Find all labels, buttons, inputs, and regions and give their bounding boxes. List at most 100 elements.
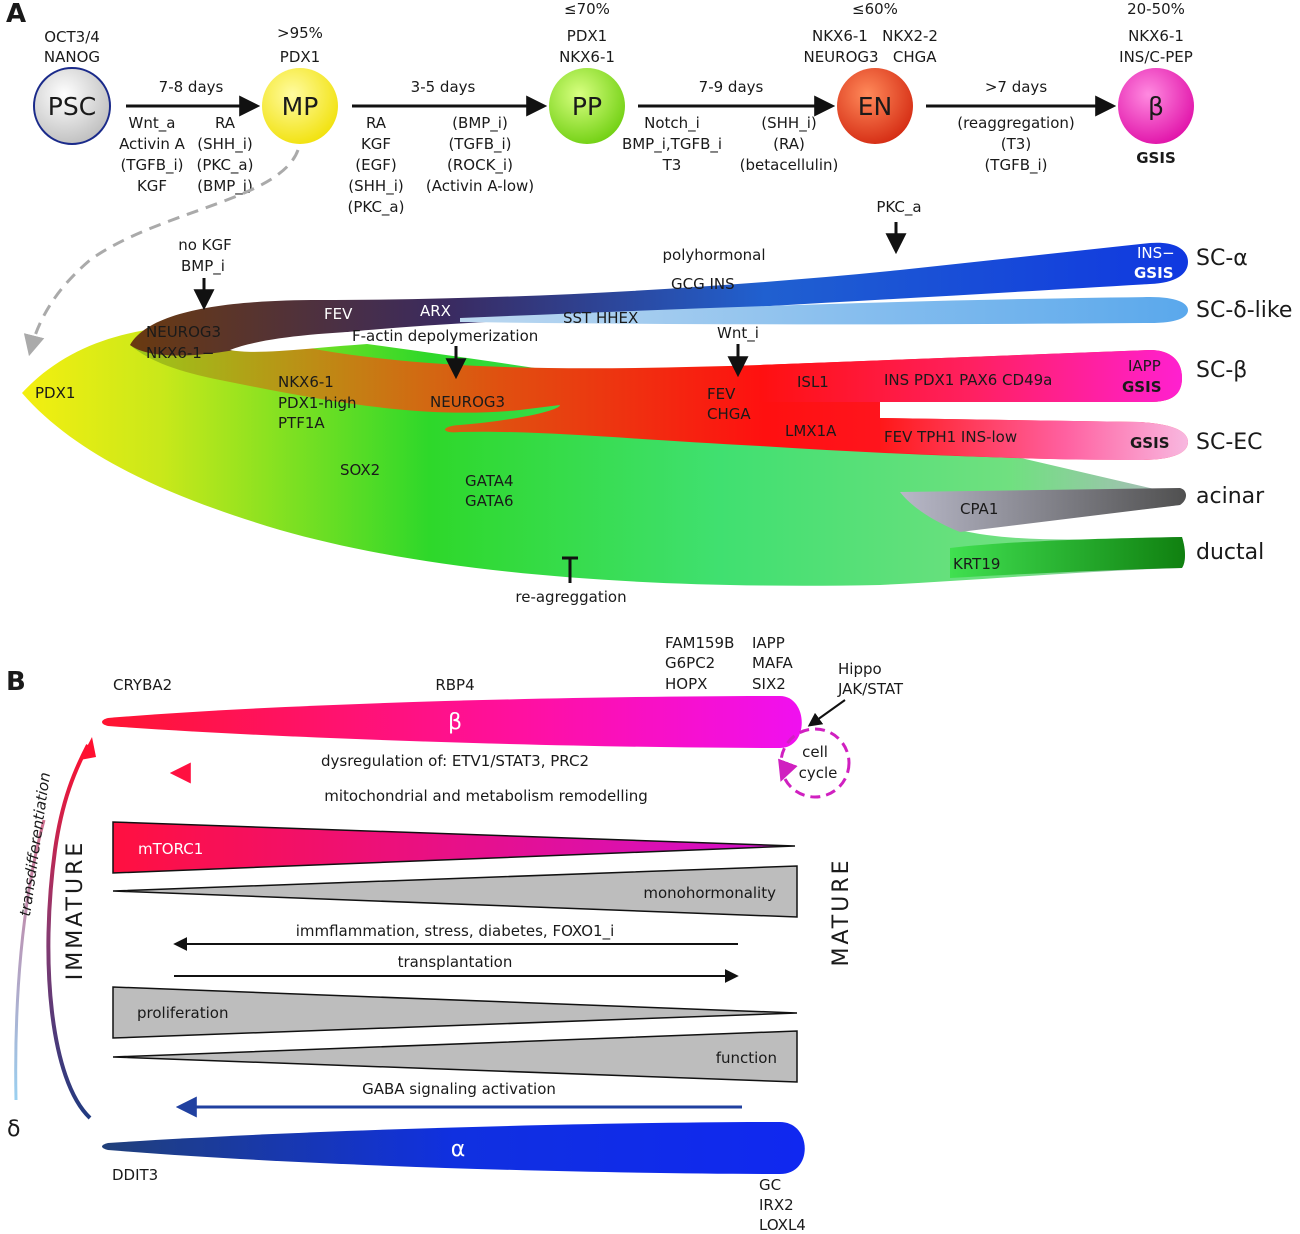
beta-marker-cryba2: CRYBA2 <box>113 676 172 694</box>
label-transplantation: transplantation <box>398 953 513 971</box>
mature-beta-cell <box>102 696 802 748</box>
step-4-line-2: (T3) <box>1001 135 1031 153</box>
beta-marker-fam159b: FAM159B <box>665 634 734 652</box>
label-cycle: cycle <box>799 764 838 782</box>
beta-marker-2: NKX6-1 <box>1128 27 1184 45</box>
cell-cycle-circle <box>779 727 851 799</box>
beta-marker-3: INS/C-PEP <box>1119 48 1193 66</box>
alpha-cell <box>102 1122 805 1174</box>
label-pdx1-root: PDX1 <box>35 384 75 402</box>
beta-marker-rbp4: RBP4 <box>435 676 474 694</box>
fate-ductal: ductal <box>1196 540 1264 565</box>
label-immature: IMMATURE <box>63 840 88 981</box>
beta-gsis: GSIS <box>1136 149 1176 167</box>
step-1-right-1: RA <box>215 114 236 132</box>
label-mature: MATURE <box>829 857 854 966</box>
pp-marker-1: ≤70% <box>564 0 610 18</box>
panel-b-letter: B <box>6 667 26 697</box>
en-marker-2: NKX6-1 NKX2-2 <box>812 27 938 45</box>
step-3-text: 7-9 days Notch_i BMP_i,TGFB_i T3 (SHH_i)… <box>622 78 838 174</box>
step-1-right-2: (SHH_i) <box>197 135 252 154</box>
label-neurog3-mid: NEUROG3 <box>430 393 505 411</box>
label-neurog3-top: NEUROG3 <box>146 323 221 341</box>
psc-marker-1: OCT3/4 <box>44 28 100 46</box>
step-2-left-1: RA <box>366 114 387 132</box>
alpha-marker-gc: GC <box>759 1176 781 1194</box>
label-function: function <box>716 1049 777 1067</box>
acinar-branch <box>900 488 1186 532</box>
label-sc-beta-gsis: GSIS <box>1122 378 1162 396</box>
mp-marker-1: >95% <box>277 24 323 42</box>
transdifferentiation-arrow <box>46 744 92 1120</box>
label-pdx1-high: PDX1-high <box>278 394 357 412</box>
cell-cycle-arrowhead <box>778 758 798 782</box>
step-2-left-4: (SHH_i) <box>348 177 403 196</box>
label-no-kgf: no KGF <box>178 236 232 254</box>
step-4-line-3: (TGFB_i) <box>984 156 1047 175</box>
psc-marker-2: NANOG <box>44 48 100 66</box>
node-pp <box>549 68 625 144</box>
node-en <box>837 68 913 144</box>
en-marker-1: ≤60% <box>852 0 898 18</box>
label-mito: mitochondrial and metabolism remodelling <box>324 787 648 805</box>
label-hippo: Hippo <box>838 660 882 678</box>
proliferation-wedge <box>112 986 798 1039</box>
label-reaggregation: re-agreggation <box>515 588 626 606</box>
label-gaba: GABA signaling activation <box>362 1080 556 1098</box>
alpha-marker-irx2: IRX2 <box>759 1196 794 1214</box>
step-2-left-5: (PKC_a) <box>348 198 405 217</box>
label-krt19: KRT19 <box>953 555 1000 573</box>
node-en-label: EN <box>858 92 893 121</box>
en-marker-3: NEUROG3 CHGA <box>803 48 937 66</box>
label-factin: F-actin depolymerization <box>352 327 538 345</box>
label-beta-markers: INS PDX1 PAX6 CD49a <box>884 371 1052 389</box>
node-beta-label: β <box>1148 92 1164 121</box>
delta-path <box>14 819 46 1101</box>
label-pkc-a: PKC_a <box>876 198 921 217</box>
step-1-duration: 7-8 days <box>159 78 224 96</box>
fate-acinar: acinar <box>1196 484 1265 509</box>
label-cell: cell <box>802 743 828 761</box>
mp-marker-2: PDX1 <box>280 48 320 66</box>
step-4-duration: >7 days <box>985 78 1047 96</box>
step-2-text: 3-5 days RA KGF (EGF) (SHH_i) (PKC_a) (B… <box>348 78 535 217</box>
label-proliferation: proliferation <box>137 1004 228 1022</box>
label-sst-hhex: SST HHEX <box>563 309 638 327</box>
panel-a-letter: A <box>6 0 26 29</box>
stage-nodes: PSC OCT3/4 NANOG MP >95% PDX1 PP ≤70% PD… <box>33 0 1194 167</box>
step-3-duration: 7-9 days <box>699 78 764 96</box>
sc-delta-branch <box>460 297 1188 325</box>
label-nkx61-minus: NKX6-1− <box>146 344 214 362</box>
monohormonality-wedge <box>112 865 798 918</box>
step-2-left-2: KGF <box>361 135 391 153</box>
label-jak-stat: JAK/STAT <box>837 680 904 698</box>
label-alpha-gsis: GSIS <box>1134 264 1174 282</box>
node-psc <box>33 67 111 145</box>
beta-marker-six2: SIX2 <box>752 675 786 693</box>
beta-cell-symbol: β <box>448 710 462 735</box>
beta-marker-1: 20-50% <box>1127 0 1185 18</box>
step-3-left-2: BMP_i,TGFB_i <box>622 135 722 154</box>
label-arx: ARX <box>420 302 451 320</box>
label-gata4: GATA4 <box>465 472 514 490</box>
label-gata6: GATA6 <box>465 492 514 510</box>
beta-marker-hopx: HOPX <box>665 675 707 693</box>
dashed-lineage-arrow <box>23 149 300 357</box>
beta-marker-mafa: MAFA <box>752 654 793 672</box>
step-2-right-1: (BMP_i) <box>452 114 508 133</box>
fate-labels: SC-α SC-δ-like SC-β SC-EC acinar ductal <box>1196 246 1292 565</box>
node-mp-label: MP <box>282 92 319 121</box>
node-mp <box>262 68 338 144</box>
fate-sc-beta: SC-β <box>1196 358 1247 383</box>
sc-alpha-branch <box>130 242 1188 356</box>
label-ptf1a: PTF1A <box>278 414 325 432</box>
step-1-left-3: (TGFB_i) <box>120 156 183 175</box>
label-sox2: SOX2 <box>340 461 380 479</box>
step-1-text: 7-8 days Wnt_a Activin A (TGFB_i) KGF RA… <box>119 78 253 196</box>
beta-marker-iapp: IAPP <box>752 634 785 652</box>
node-psc-label: PSC <box>48 92 96 121</box>
alpha-cell-symbol: α <box>451 1137 466 1162</box>
label-mtorc1: mTORC1 <box>138 840 203 858</box>
function-wedge <box>112 1030 798 1083</box>
